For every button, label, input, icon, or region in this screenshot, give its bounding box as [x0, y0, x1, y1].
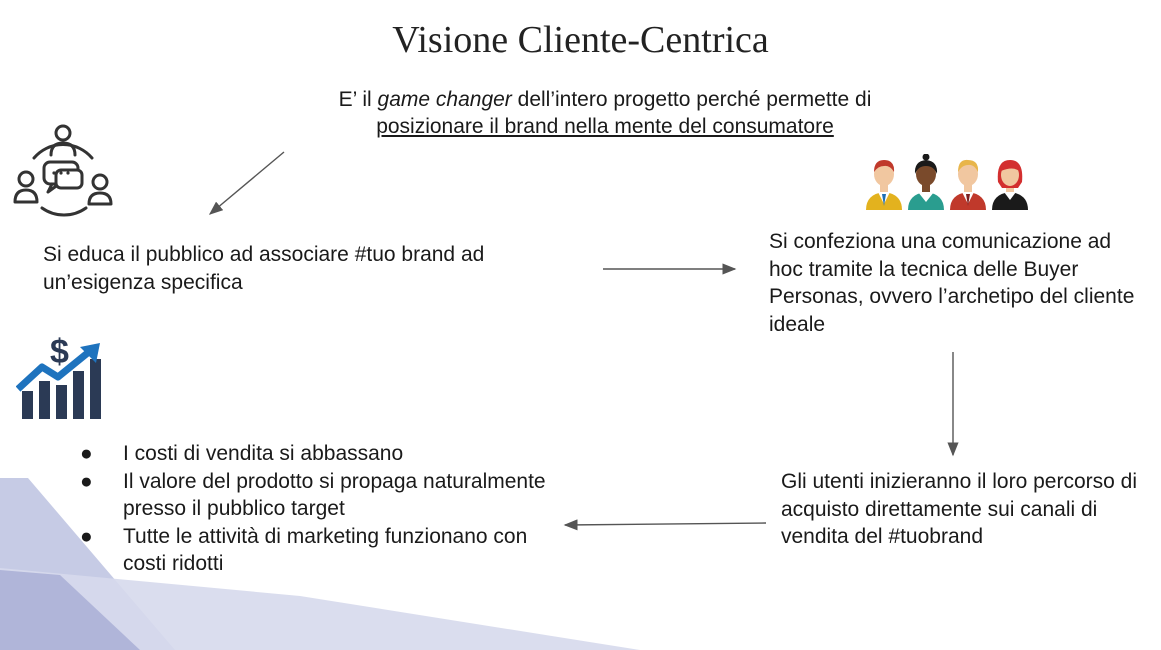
intro-suffix: dell’intero progetto perché permette di	[511, 88, 872, 111]
intro-underlined: posizionare il brand nella mente del con…	[376, 115, 834, 138]
benefit-item: ● Il valore del prodotto si propaga natur…	[80, 468, 550, 523]
svg-text:$: $	[50, 333, 69, 371]
step-educate-text: Si educa il pubblico ad associare #tuo b…	[43, 243, 485, 294]
background-band-wide	[0, 568, 640, 650]
community-chat-icon	[12, 124, 114, 222]
intro-prefix: E’ il	[338, 88, 378, 111]
benefit-item: ● I costi di vendita si abbassano	[80, 440, 550, 468]
benefit-text: Tutte le attività di marketing funzionan…	[123, 524, 528, 576]
benefits-list: ● I costi di vendita si abbassano ● Il val…	[80, 440, 550, 578]
persona-2-icon	[908, 153, 944, 210]
benefit-item: ● Tutte le attività di marketing funziona…	[80, 523, 550, 578]
bullet: ●	[80, 442, 93, 465]
persona-4-icon	[992, 160, 1028, 210]
persona-1-icon	[866, 160, 902, 210]
step-buyer-personas-text: Si confeziona una comunicazione ad hoc t…	[769, 230, 1135, 336]
bullet: ●	[80, 524, 93, 548]
bullet: ●	[80, 469, 93, 493]
step-purchase-journey-text: Gli utenti inizieranno il loro percorso …	[781, 470, 1138, 548]
intro-emphasis: game changer	[377, 88, 512, 111]
background-band-dark	[0, 570, 140, 650]
intro-line-1: E’ il game changer dell’intero progetto …	[240, 86, 970, 113]
buyer-personas-icon	[862, 153, 1032, 212]
benefit-text: Il valore del prodotto si propaga natura…	[123, 469, 546, 521]
persona-3-icon	[950, 159, 986, 210]
sales-growth-icon: $	[15, 325, 104, 421]
intro-statement: E’ il game changer dell’intero progetto …	[240, 86, 970, 140]
benefit-text: I costi di vendita si abbassano	[123, 442, 404, 465]
slide-title: Visione Cliente-Centrica	[392, 19, 769, 61]
